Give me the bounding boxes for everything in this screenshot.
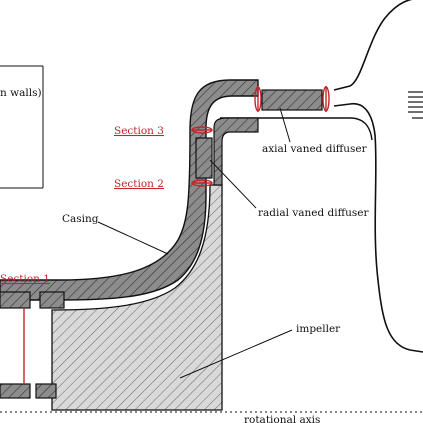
impeller-leader: [179, 329, 293, 379]
impeller-label: impeller: [296, 323, 341, 335]
axial-diffuser-leader: [279, 107, 291, 143]
section-1-label: Section 1: [0, 273, 50, 285]
inlet-wall-upper-right: [39, 291, 65, 309]
radial-vaned-diffuser-label: radial vaned diffuser: [258, 207, 369, 219]
legend-text: n walls): [0, 87, 42, 99]
exit-duct-outline: [333, 0, 423, 353]
axial-diffuser-outlet-marker: [322, 86, 330, 112]
axial-vaned-diffuser: [261, 89, 323, 111]
axial-diffuser-inlet-marker: [254, 86, 262, 112]
radial-diffuser-leader: [209, 159, 257, 209]
casing-leader: [97, 221, 169, 255]
right-edge-hatching: [408, 91, 423, 119]
rotational-axis-label: rotational axis: [244, 414, 320, 423]
section-2-label: Section 2: [114, 178, 164, 190]
impeller: [51, 184, 223, 411]
legend-box: n walls): [0, 65, 44, 189]
axial-vaned-diffuser-label: axial vaned diffuser: [262, 143, 368, 155]
section-3-label: Section 3: [114, 125, 164, 137]
impeller-outer-boundary: [220, 117, 373, 141]
section-3-marker: [191, 126, 213, 134]
inlet-wall-lower-right: [35, 383, 57, 399]
inlet-wall-upper-left: [0, 291, 31, 309]
inlet-wall-lower-left: [0, 383, 31, 399]
section-2-marker: [191, 179, 213, 187]
casing: [0, 79, 259, 301]
hub-wall: [213, 117, 259, 186]
casing-label: Casing: [62, 213, 99, 225]
radial-vaned-diffuser: [195, 137, 213, 179]
